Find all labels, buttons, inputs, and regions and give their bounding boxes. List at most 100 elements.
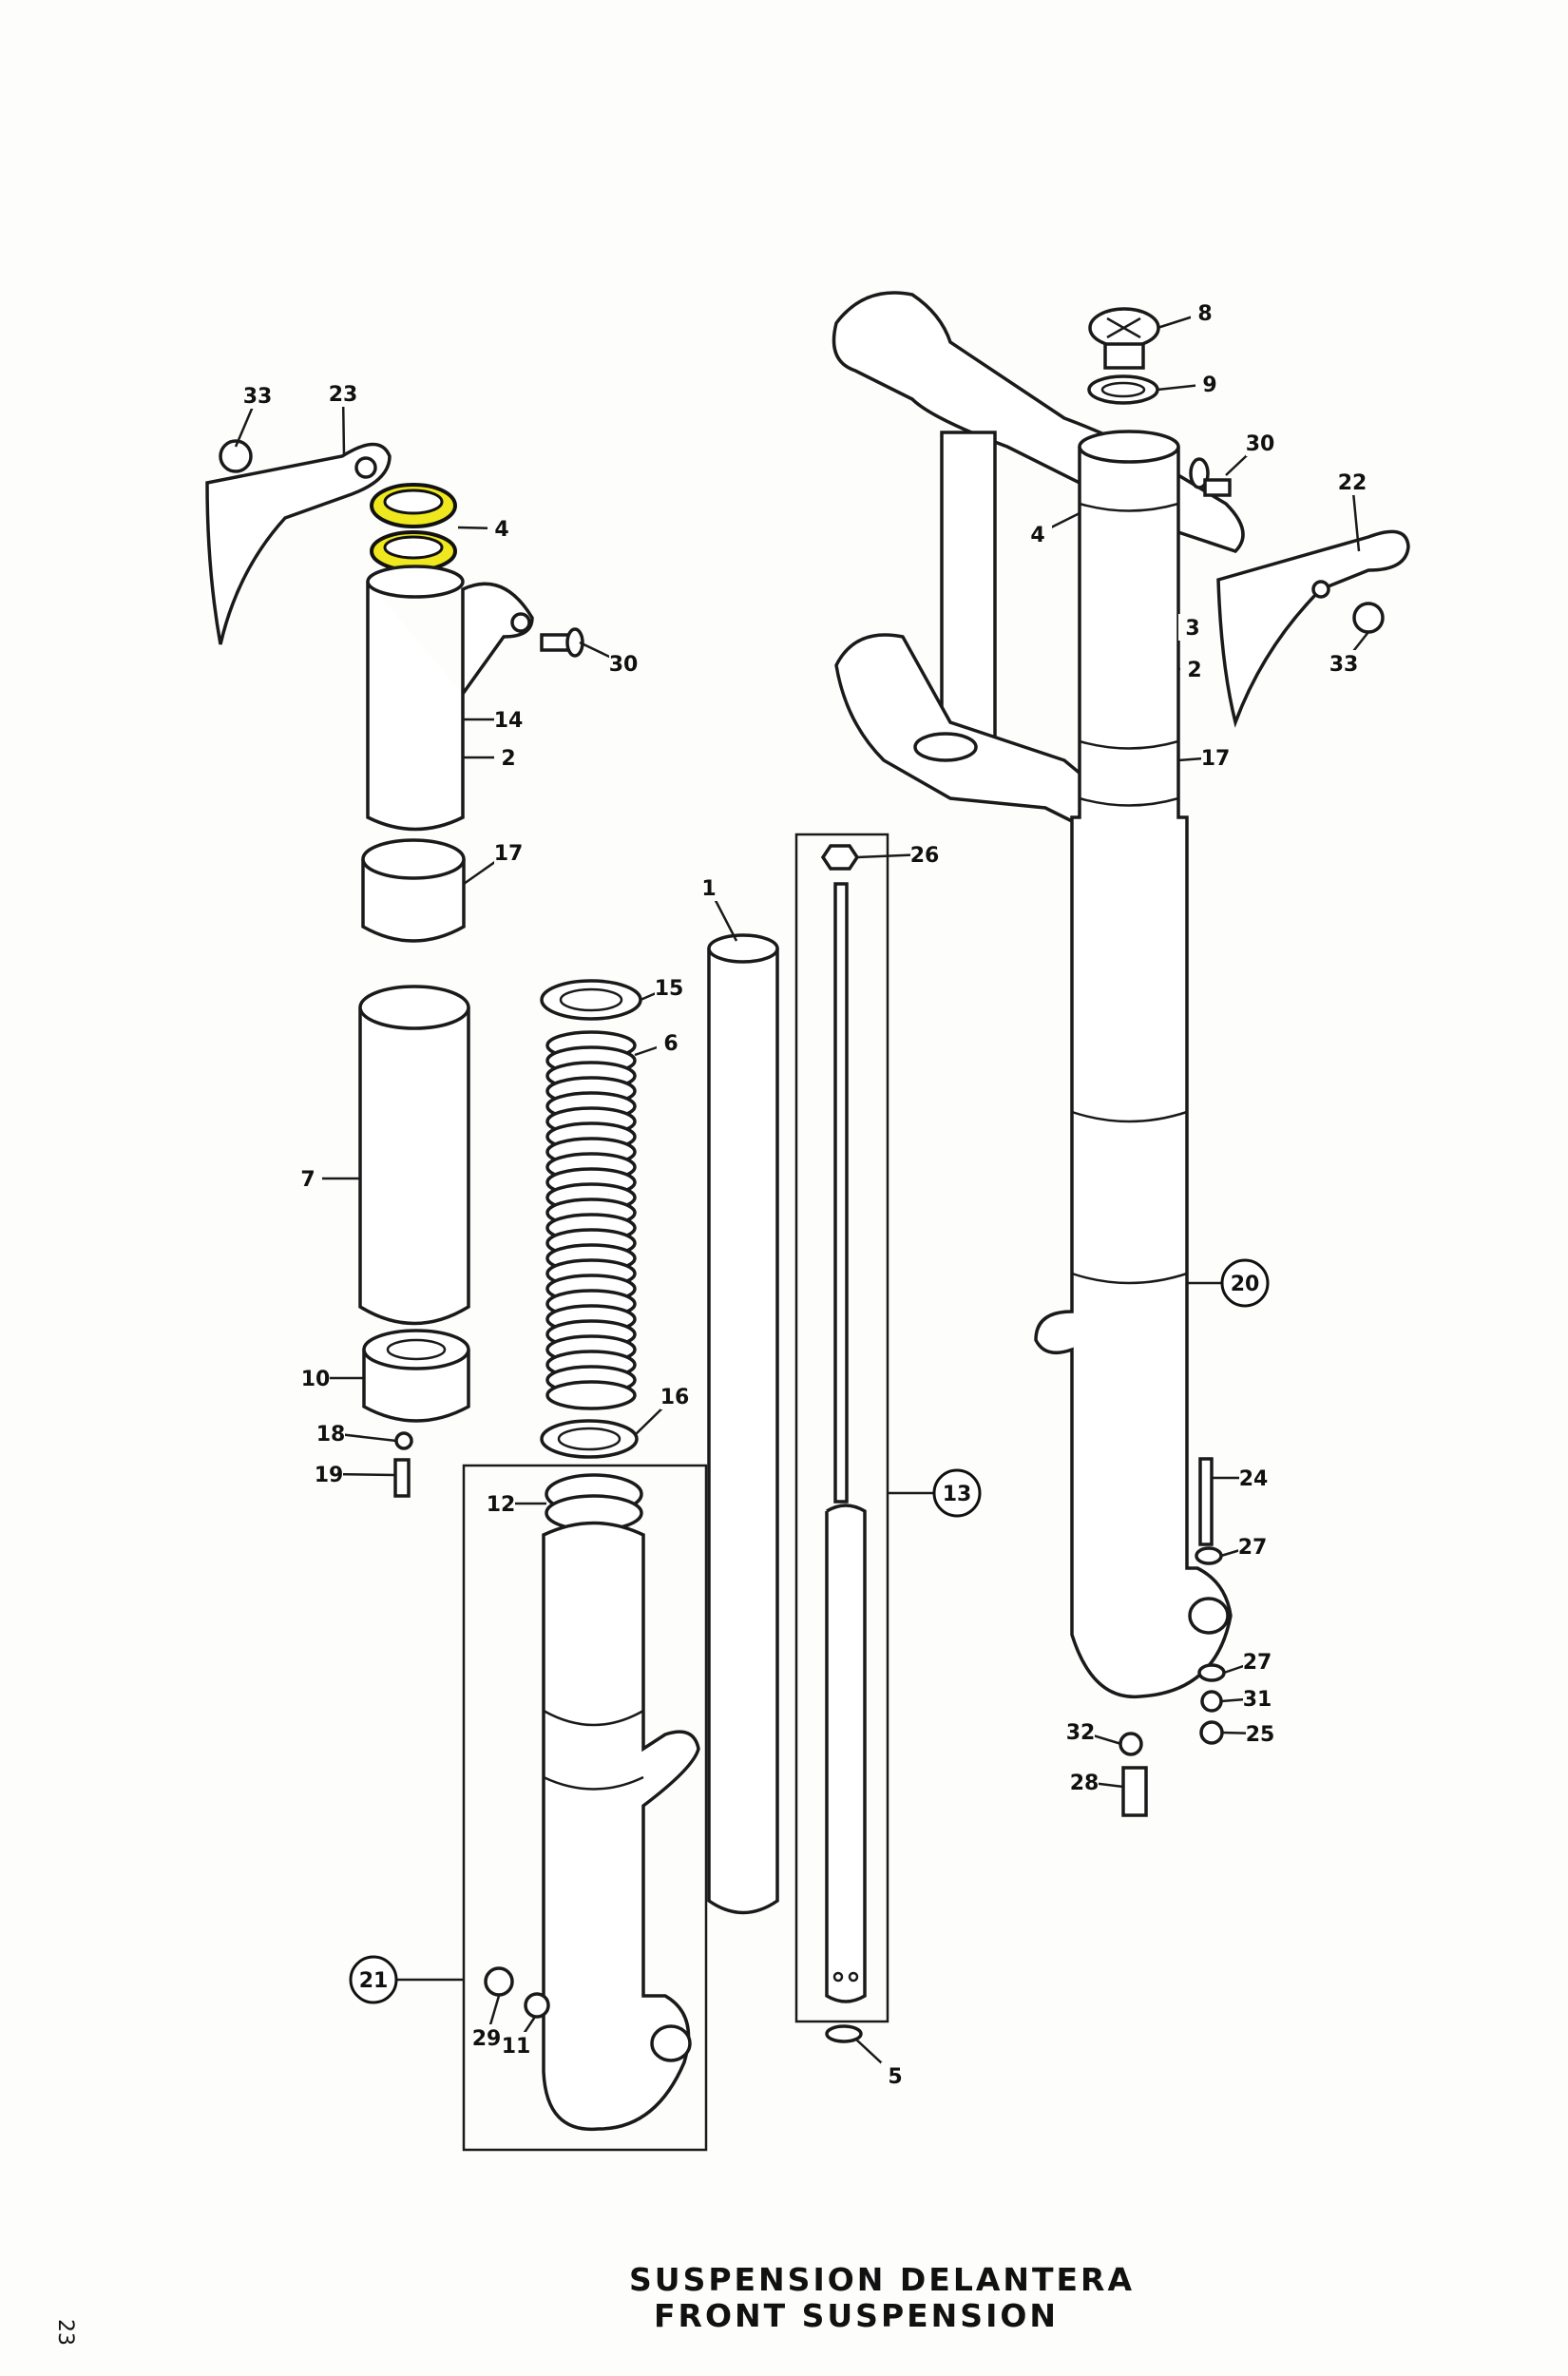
part-bracket-23 bbox=[205, 442, 392, 645]
callout-30: 30 bbox=[579, 641, 639, 677]
part-steering-stem bbox=[940, 431, 997, 757]
callout-30: 30 bbox=[1225, 430, 1275, 476]
callout-number: 19 bbox=[315, 1464, 344, 1487]
callout-33: 33 bbox=[1329, 631, 1369, 677]
callout-number: 12 bbox=[487, 1493, 516, 1517]
callout-number: 1 bbox=[701, 877, 716, 901]
page-number: 23 bbox=[53, 2319, 77, 2346]
part-spring-6 bbox=[545, 1030, 637, 1410]
callout-number: 18 bbox=[316, 1423, 346, 1447]
callout-12: 12 bbox=[487, 1490, 546, 1517]
callout-number: 32 bbox=[1066, 1721, 1096, 1745]
callout-28: 28 bbox=[1070, 1769, 1124, 1795]
callout-17: 17 bbox=[1177, 744, 1231, 771]
part-bolt-29 bbox=[484, 1966, 514, 1997]
callout-15: 15 bbox=[640, 974, 684, 1002]
callout-number: 6 bbox=[663, 1032, 678, 1056]
part-bolt-24 bbox=[1198, 1457, 1214, 1546]
title-english: FRONT SUSPENSION bbox=[654, 2297, 1059, 2334]
callout-number: 4 bbox=[1030, 524, 1044, 547]
part-seal-12 bbox=[545, 1473, 643, 1532]
part-bushing-17 bbox=[361, 859, 466, 943]
callout-number: 9 bbox=[1202, 374, 1216, 397]
callout-20: 20 bbox=[1187, 1258, 1270, 1308]
callout-23: 23 bbox=[329, 380, 358, 457]
callout-8: 8 bbox=[1157, 299, 1219, 330]
callout-circle bbox=[932, 1468, 982, 1518]
callout-31: 31 bbox=[1220, 1685, 1272, 1712]
part-washer-9 bbox=[1087, 374, 1159, 405]
callout-4: 4 bbox=[1023, 511, 1080, 547]
part-washer-27 bbox=[1195, 1546, 1223, 1565]
callout-number: 17 bbox=[1201, 747, 1231, 771]
callout-number: 15 bbox=[655, 977, 684, 1001]
part-upper-crown bbox=[832, 291, 1245, 554]
callout-number: 30 bbox=[609, 653, 639, 677]
callout-10: 10 bbox=[301, 1365, 364, 1391]
callout-9: 9 bbox=[1157, 371, 1224, 397]
callout-circle bbox=[349, 1955, 398, 2004]
callout-5: 5 bbox=[854, 2038, 909, 2089]
part-washer-32 bbox=[1119, 1732, 1143, 1756]
callout-number: 4 bbox=[494, 518, 508, 542]
callout-number: 29 bbox=[472, 2027, 502, 2051]
callout-number: 33 bbox=[243, 385, 273, 409]
part-washer-5 bbox=[825, 2024, 863, 2043]
callout-32: 32 bbox=[1066, 1718, 1122, 1746]
part-washer-15 bbox=[540, 979, 642, 1021]
part-bracket-22 bbox=[1216, 529, 1410, 728]
callout-3: 3 bbox=[1178, 614, 1207, 641]
part-screw-30-right bbox=[1189, 457, 1232, 497]
callout-number: 5 bbox=[888, 2065, 902, 2089]
callout-21: 21 bbox=[349, 1955, 464, 2004]
callout-number: 30 bbox=[1246, 432, 1275, 456]
group-box-21 bbox=[462, 1464, 708, 2152]
callout-25: 25 bbox=[1221, 1720, 1274, 1747]
title-spanish: SUSPENSION DELANTERA bbox=[629, 2261, 1135, 2298]
part-nut-11 bbox=[524, 1992, 550, 2019]
callout-number: 23 bbox=[329, 383, 358, 407]
callout-17: 17 bbox=[463, 839, 523, 886]
callout-29: 29 bbox=[472, 1995, 502, 2051]
part-nut-25 bbox=[1199, 1720, 1224, 1745]
callout-13: 13 bbox=[888, 1468, 982, 1518]
part-screw-19 bbox=[393, 1458, 411, 1498]
callout-24: 24 bbox=[1212, 1465, 1268, 1491]
callout-2: 2 bbox=[463, 744, 523, 771]
callout-number: 33 bbox=[1329, 653, 1359, 677]
callout-number: 3 bbox=[1185, 617, 1199, 641]
callout-6: 6 bbox=[634, 1029, 685, 1057]
part-washer-18 bbox=[394, 1431, 413, 1450]
callout-number: 20 bbox=[1231, 1273, 1260, 1296]
callout-number: 16 bbox=[660, 1386, 690, 1409]
part-washer-16 bbox=[540, 1419, 639, 1459]
callout-number: 2 bbox=[501, 747, 515, 771]
callout-27: 27 bbox=[1223, 1648, 1272, 1675]
part-tube-14 bbox=[366, 582, 534, 832]
callout-26: 26 bbox=[856, 841, 939, 868]
part-nut-33-right bbox=[1352, 602, 1385, 634]
callout-number: 27 bbox=[1238, 1536, 1268, 1560]
callout-16: 16 bbox=[634, 1383, 690, 1436]
callout-11: 11 bbox=[502, 2016, 537, 2059]
callout-number: 8 bbox=[1197, 302, 1212, 326]
part-fork-tube-right bbox=[1034, 447, 1233, 1699]
callout-19: 19 bbox=[315, 1461, 396, 1487]
callout-18: 18 bbox=[316, 1420, 397, 1447]
callout-number: 24 bbox=[1239, 1467, 1269, 1491]
callout-2: 2 bbox=[1178, 656, 1209, 682]
callout-number: 7 bbox=[300, 1168, 315, 1192]
group-box-13 bbox=[794, 833, 889, 2023]
callout-number: 27 bbox=[1243, 1651, 1272, 1675]
part-rings-4-highlighted bbox=[370, 483, 457, 572]
callout-number: 31 bbox=[1243, 1688, 1272, 1712]
part-cap-8 bbox=[1088, 307, 1160, 370]
part-screw-28 bbox=[1121, 1766, 1148, 1817]
part-screw-30 bbox=[540, 627, 584, 658]
part-cover-tube-7 bbox=[358, 1007, 470, 1326]
part-damper-tube-1 bbox=[707, 948, 779, 1915]
part-nut-26 bbox=[820, 844, 860, 871]
